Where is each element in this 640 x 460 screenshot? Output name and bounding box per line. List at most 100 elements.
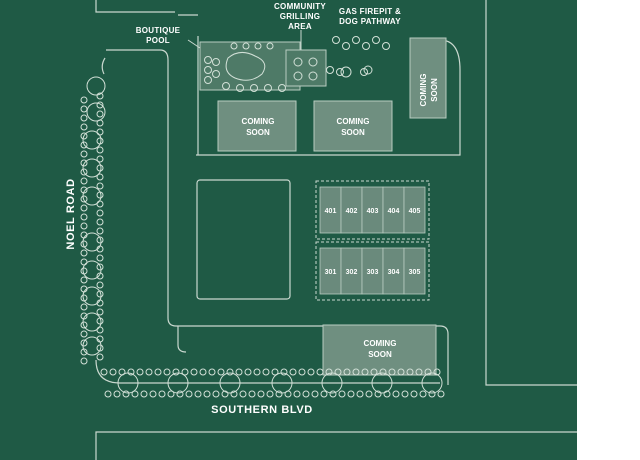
- tree-circle-icon: [82, 286, 102, 306]
- tree-circle-icon: [154, 368, 162, 376]
- tree-circle-icon: [96, 245, 104, 253]
- unit-number-405: 405: [409, 208, 421, 215]
- tree-circle-icon: [392, 390, 400, 398]
- tree-circle-icon: [352, 368, 360, 376]
- grill-table-icon: [308, 71, 318, 81]
- grilling-pad: [285, 49, 327, 87]
- tree-circle-icon: [371, 372, 393, 394]
- tree-circle-icon: [80, 141, 88, 149]
- tree-circle-icon: [145, 368, 153, 376]
- tree-circle-icon: [80, 285, 88, 293]
- tree-circle-icon: [163, 368, 171, 376]
- tree-circle-icon: [235, 368, 243, 376]
- tree-circle-icon: [397, 368, 405, 376]
- firepit-label-1: GAS FIREPIT &: [339, 7, 401, 16]
- tree-circle-icon: [271, 368, 279, 376]
- road-curve-left: [101, 57, 106, 75]
- road-south-block: [95, 431, 577, 460]
- tree-circle-icon: [96, 236, 104, 244]
- units-row-300-outline: [315, 241, 430, 301]
- tree-circle-icon: [80, 240, 88, 248]
- tree-circle-icon: [433, 368, 441, 376]
- tree-circle-icon: [80, 123, 88, 131]
- tree-circle-icon: [219, 372, 241, 394]
- unit-305: [403, 247, 426, 295]
- page-margin-right: [577, 0, 640, 460]
- tree-circle-icon: [181, 368, 189, 376]
- tree-circle-icon: [109, 368, 117, 376]
- open-lot: [196, 179, 291, 300]
- tree-circle-icon: [80, 177, 88, 185]
- tree-circle-icon: [96, 191, 104, 199]
- tree-circle-icon: [221, 390, 229, 398]
- tree-circle-icon: [266, 390, 274, 398]
- road-top-left: [95, 0, 175, 13]
- grill-table-icon: [308, 57, 318, 67]
- grilling-label-3: AREA: [288, 22, 312, 31]
- tree-circle-icon: [298, 368, 306, 376]
- tree-circle-icon: [96, 326, 104, 334]
- tree-circle-icon: [340, 66, 352, 78]
- grilling-label-2: GRILLING: [280, 12, 321, 21]
- tree-circle-icon: [167, 390, 175, 398]
- tree-circle-icon: [347, 390, 355, 398]
- tree-circle-icon: [149, 390, 157, 398]
- tree-circle-icon: [401, 390, 409, 398]
- tree-circle-icon: [80, 186, 88, 194]
- tree-circle-icon: [388, 368, 396, 376]
- tree-circle-icon: [80, 294, 88, 302]
- tree-circle-icon: [208, 368, 216, 376]
- tree-circle-icon: [80, 249, 88, 257]
- tree-circle-icon: [415, 368, 423, 376]
- tree-circle-icon: [96, 92, 104, 100]
- tree-circle-icon: [203, 390, 211, 398]
- tree-circle-icon: [370, 368, 378, 376]
- tree-circle-icon: [80, 150, 88, 158]
- tree-circle-icon: [80, 321, 88, 329]
- boutique-pool-label-1: BOUTIQUE: [136, 26, 181, 35]
- unit-number-305: 305: [409, 269, 421, 276]
- tree-circle-icon: [194, 390, 202, 398]
- coming-soon-label: COMING: [242, 117, 275, 126]
- tree-circle-icon: [158, 390, 166, 398]
- unit-number-403: 403: [367, 208, 379, 215]
- tree-circle-icon: [96, 353, 104, 361]
- tree-circle-icon: [80, 303, 88, 311]
- coming-soon-label: SOON: [430, 78, 439, 102]
- tree-circle-icon: [248, 390, 256, 398]
- coming-soon-label: SOON: [341, 128, 365, 137]
- southern-blvd-label: SOUTHERN BLVD: [211, 404, 313, 416]
- tree-circle-icon: [212, 70, 220, 78]
- tree-circle-icon: [437, 390, 445, 398]
- tree-circle-icon: [96, 173, 104, 181]
- tree-circle-icon: [96, 281, 104, 289]
- noel-road-label: NOEL ROAD: [65, 178, 77, 249]
- boutique-pool-label-2: POOL: [146, 36, 170, 45]
- unit-number-402: 402: [346, 208, 358, 215]
- tree-circle-icon: [80, 231, 88, 239]
- tree-circle-icon: [176, 390, 184, 398]
- tree-circle-icon: [284, 390, 292, 398]
- tree-circle-icon: [86, 102, 106, 122]
- tree-circle-icon: [257, 390, 265, 398]
- tree-circle-icon: [334, 368, 342, 376]
- tree-circle-icon: [342, 42, 350, 50]
- pool-icon: [225, 52, 266, 81]
- tree-circle-icon: [374, 390, 382, 398]
- road-east: [485, 0, 577, 386]
- tree-circle-icon: [307, 368, 315, 376]
- road-southern-edge: [95, 359, 440, 384]
- tree-circle-icon: [80, 96, 88, 104]
- tree-circle-icon: [365, 390, 373, 398]
- pool-pointer: [187, 39, 201, 49]
- tree-circle-icon: [343, 368, 351, 376]
- tree-circle-icon: [424, 368, 432, 376]
- tree-circle-icon: [280, 368, 288, 376]
- tree-circle-icon: [96, 128, 104, 136]
- tree-circle-icon: [96, 218, 104, 226]
- tree-circle-icon: [329, 390, 337, 398]
- tree-circle-icon: [86, 76, 106, 96]
